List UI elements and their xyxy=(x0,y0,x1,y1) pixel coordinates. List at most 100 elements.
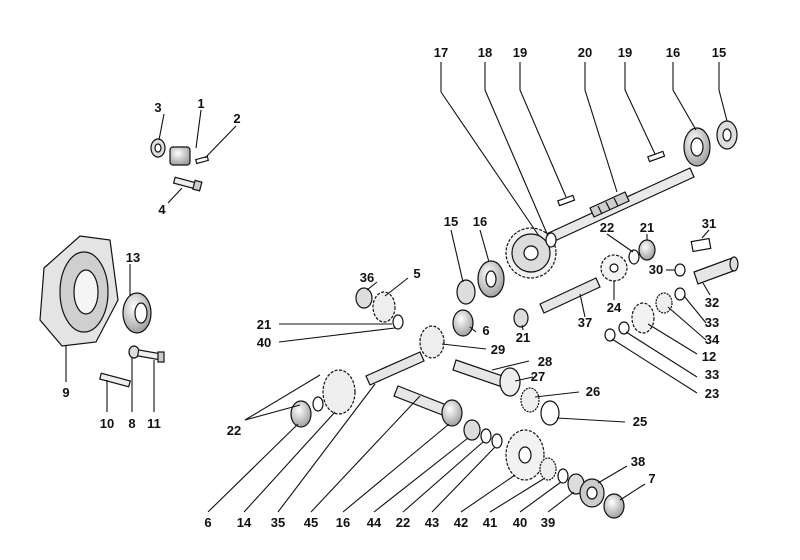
callout-19: 19 xyxy=(618,45,632,60)
callout-14: 14 xyxy=(237,515,252,530)
part-ring-25 xyxy=(540,400,560,426)
part-bearing-34 xyxy=(655,292,673,314)
part-gear-17 xyxy=(505,227,557,279)
part-bearing-6-low xyxy=(290,400,312,428)
part-shaft-35 xyxy=(365,351,425,386)
callout-18: 18 xyxy=(478,45,492,60)
part-gear-26 xyxy=(520,387,540,413)
callout-24: 24 xyxy=(607,300,622,315)
callout-34: 34 xyxy=(705,332,720,347)
part-bearing-16-mid xyxy=(477,260,505,298)
callout-labels: 17 18 19 20 19 16 15 3 1 2 4 13 36 5 15 … xyxy=(62,45,726,530)
part-ring-43 xyxy=(491,433,503,449)
callout-16: 16 xyxy=(336,515,350,530)
callout-36: 36 xyxy=(360,270,374,285)
callout-35: 35 xyxy=(271,515,285,530)
part-shaft-20 xyxy=(541,167,695,246)
part-screw-4 xyxy=(172,176,203,192)
callout-25: 25 xyxy=(633,414,647,429)
part-gear-5 xyxy=(372,291,396,323)
part-gear-14 xyxy=(322,369,356,415)
part-key-19-a xyxy=(557,194,576,207)
callout-21: 21 xyxy=(257,317,271,332)
callout-29: 29 xyxy=(491,342,505,357)
part-seal-36 xyxy=(355,287,373,309)
callout-6: 6 xyxy=(204,515,211,530)
part-ring-22-low xyxy=(480,428,492,444)
callout-6: 6 xyxy=(482,323,489,338)
part-ring-23 xyxy=(604,328,616,342)
part-washer-3 xyxy=(150,138,166,158)
callout-20: 20 xyxy=(578,45,592,60)
callout-13: 13 xyxy=(126,250,140,265)
parts-layer xyxy=(39,120,739,519)
callout-40: 40 xyxy=(257,335,271,350)
callout-11: 11 xyxy=(147,416,161,431)
part-ring-21-40 xyxy=(392,314,404,330)
callout-15: 15 xyxy=(444,214,458,229)
part-ring-40 xyxy=(557,468,569,484)
callout-4: 4 xyxy=(158,202,166,217)
callout-41: 41 xyxy=(483,515,497,530)
callout-1: 1 xyxy=(197,96,204,111)
callout-45: 45 xyxy=(304,515,318,530)
callout-16: 16 xyxy=(473,214,487,229)
part-bearing-16-top xyxy=(683,127,711,167)
callout-8: 8 xyxy=(128,416,135,431)
part-bushing-1 xyxy=(169,146,191,166)
part-bolt-10 xyxy=(98,372,132,388)
callout-40: 40 xyxy=(513,515,527,530)
part-ring-22-top xyxy=(628,249,640,265)
part-seal-44 xyxy=(463,419,481,441)
callout-9: 9 xyxy=(62,385,69,400)
part-gear-29 xyxy=(419,325,445,359)
callout-22: 22 xyxy=(227,423,241,438)
callout-39: 39 xyxy=(541,515,555,530)
callout-19: 19 xyxy=(513,45,527,60)
callout-37: 37 xyxy=(578,315,592,330)
part-bushing-7 xyxy=(603,493,625,519)
callout-10: 10 xyxy=(100,416,114,431)
part-seal-15-mid xyxy=(456,279,476,305)
part-bearing-21-top xyxy=(638,239,656,261)
part-ring-33-low xyxy=(618,321,630,335)
callout-12: 12 xyxy=(702,349,716,364)
callout-2: 2 xyxy=(233,111,240,126)
callout-33: 33 xyxy=(705,367,719,382)
callout-7: 7 xyxy=(648,471,655,486)
callout-28: 28 xyxy=(538,354,552,369)
callout-32: 32 xyxy=(705,295,719,310)
callout-21: 21 xyxy=(516,330,530,345)
part-seal-15-top xyxy=(716,120,738,150)
callout-23: 23 xyxy=(705,386,719,401)
part-key-19-b xyxy=(647,150,666,163)
callout-42: 42 xyxy=(454,515,468,530)
callout-5: 5 xyxy=(413,266,420,281)
part-gear-42 xyxy=(505,429,545,481)
part-gear-12 xyxy=(631,302,655,334)
part-key-31 xyxy=(690,237,712,253)
part-bearing-41 xyxy=(539,457,557,481)
callout-33: 33 xyxy=(705,315,719,330)
callout-15: 15 xyxy=(712,45,726,60)
part-pin-2 xyxy=(194,155,210,165)
callout-3: 3 xyxy=(154,100,161,115)
callout-38: 38 xyxy=(631,454,645,469)
callout-31: 31 xyxy=(702,216,716,231)
part-housing-9 xyxy=(39,235,119,347)
part-ring-18 xyxy=(545,232,557,248)
part-shaft-37 xyxy=(539,277,601,314)
callout-27: 27 xyxy=(531,369,545,384)
part-bolt-11 xyxy=(136,349,165,363)
callout-22: 22 xyxy=(396,515,410,530)
part-seal-38 xyxy=(579,478,605,508)
callout-30: 30 xyxy=(649,262,663,277)
callout-21: 21 xyxy=(640,220,654,235)
part-ring-21-right xyxy=(513,308,529,328)
leader-lines xyxy=(65,62,728,513)
callout-26: 26 xyxy=(586,384,600,399)
part-gear-27 xyxy=(499,367,521,397)
part-ring-33-top xyxy=(674,287,686,301)
callout-17: 17 xyxy=(434,45,448,60)
